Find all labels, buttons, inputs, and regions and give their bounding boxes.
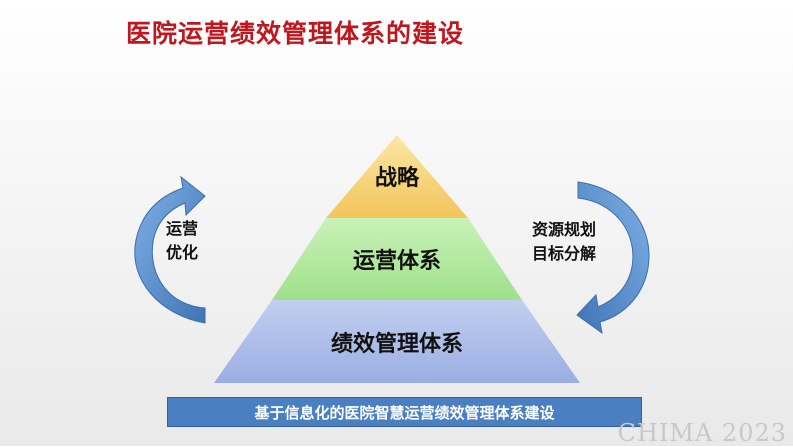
base-banner: 基于信息化的医院智慧运营绩效管理体系建设	[167, 397, 642, 427]
tier-label-performance: 绩效管理体系	[331, 331, 463, 357]
watermark: CHIMA 2023	[617, 419, 787, 447]
pyramid-tier-strategy	[326, 135, 468, 218]
pyramid-tier-performance	[214, 300, 580, 383]
right-curved-arrow-icon	[576, 181, 650, 335]
right-label-line2: 目标分解	[532, 244, 597, 263]
cycle-left-label: 运营 优化	[166, 217, 198, 265]
pyramid-tier-operations	[272, 218, 522, 300]
left-label-line1: 运营	[166, 219, 199, 238]
right-label-line1: 资源规划	[532, 220, 597, 239]
left-label-line2: 优化	[166, 243, 199, 262]
page-title: 医院运营绩效管理体系的建设	[126, 19, 465, 48]
tier-label-strategy: 战略	[375, 165, 420, 191]
tier-label-operations: 运营体系	[353, 249, 441, 274]
left-curved-arrow-icon	[134, 175, 206, 324]
cycle-right-label: 资源规划 目标分解	[532, 218, 596, 266]
